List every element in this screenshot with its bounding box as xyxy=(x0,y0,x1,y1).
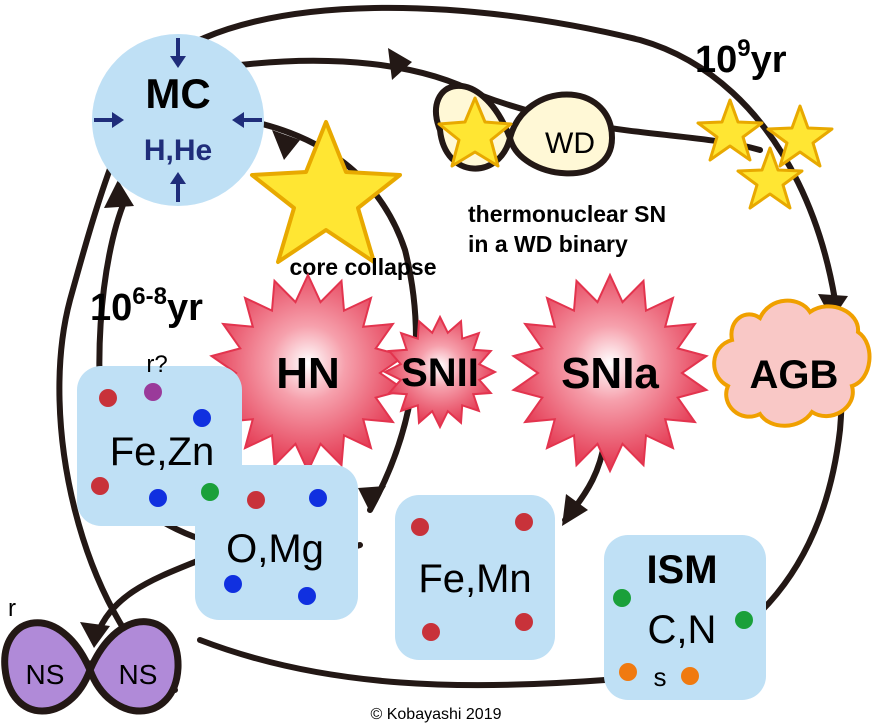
femn-box: Fe,Mn xyxy=(395,495,555,660)
core-collapse-label: core collapse xyxy=(289,254,436,280)
element-dot xyxy=(411,518,429,536)
ns-note: r xyxy=(8,595,16,622)
element-dot xyxy=(681,667,699,685)
agb-cloud: AGB xyxy=(712,298,872,428)
thermonuclear-label-line1: thermonuclear SN xyxy=(468,201,666,227)
arrowhead-to-femn xyxy=(562,494,588,526)
star-icon xyxy=(766,104,834,168)
omg-label: O,Mg xyxy=(226,527,324,571)
element-dot xyxy=(224,575,242,593)
ns-left-label: NS xyxy=(26,659,65,690)
snia-label: SNIa xyxy=(561,349,659,398)
ns-binary: NS NS r xyxy=(1,595,182,715)
element-dot xyxy=(247,491,265,509)
star-icon xyxy=(696,98,764,162)
outer-cycle-arc xyxy=(56,4,845,693)
snii-burst xyxy=(382,314,498,430)
arrowhead-to-ns xyxy=(80,622,110,648)
massive-star-icon xyxy=(250,120,402,264)
ism-box: ISM C,N s xyxy=(604,535,766,700)
element-dot xyxy=(144,383,162,401)
compression-arrow-icons xyxy=(94,38,262,202)
element-dot xyxy=(298,587,316,605)
timescale-long: 109yr xyxy=(695,35,787,81)
star-icon xyxy=(736,146,804,210)
fezn-label: Fe,Zn xyxy=(110,430,214,474)
element-dot xyxy=(613,589,631,607)
element-dot xyxy=(91,477,109,495)
element-dot xyxy=(149,489,167,507)
element-dot xyxy=(309,489,327,507)
ism-note: s xyxy=(654,662,667,692)
mc-to-collapse-arc xyxy=(242,117,419,513)
hn-label: HN xyxy=(276,349,340,398)
agb-label: AGB xyxy=(750,353,839,397)
snia-burst xyxy=(511,272,709,474)
snii-label: SNII xyxy=(401,351,479,395)
element-dot xyxy=(193,409,211,427)
ns-binary-outline xyxy=(1,618,182,715)
element-dot xyxy=(422,623,440,641)
timescale-short: 106-8yr xyxy=(90,283,203,329)
omg-box: O,Mg xyxy=(195,465,358,620)
wd-label: WD xyxy=(545,127,595,160)
mc-title: MC xyxy=(145,70,210,117)
mc-elements: H,He xyxy=(144,134,212,167)
arrowhead-to-omg xyxy=(358,486,386,512)
wd-binary: WD xyxy=(433,82,616,177)
element-dot xyxy=(515,613,533,631)
arrowhead-to-collapse xyxy=(272,130,300,160)
ism-elements: C,N xyxy=(648,608,717,652)
thermonuclear-label-line2: in a WD binary xyxy=(468,231,628,257)
element-dot xyxy=(99,389,117,407)
femn-label: Fe,Mn xyxy=(418,557,531,601)
ism-title: ISM xyxy=(646,548,717,592)
element-dot xyxy=(515,513,533,531)
arrowhead-to-mc xyxy=(104,180,134,208)
companion-star-icon xyxy=(437,96,513,168)
agb-cloud-shape xyxy=(712,298,872,428)
arrowhead-to-wd xyxy=(388,48,412,80)
ns-right-label: NS xyxy=(119,659,158,690)
fezn-note: r? xyxy=(146,351,167,378)
low-mass-stars xyxy=(696,98,834,210)
element-dot xyxy=(735,611,753,629)
ism-return-arc xyxy=(197,637,608,689)
element-dot xyxy=(619,663,637,681)
molecular-cloud: MC H,He xyxy=(92,34,264,206)
credit: © Kobayashi 2019 xyxy=(371,706,502,723)
element-dot xyxy=(201,483,219,501)
